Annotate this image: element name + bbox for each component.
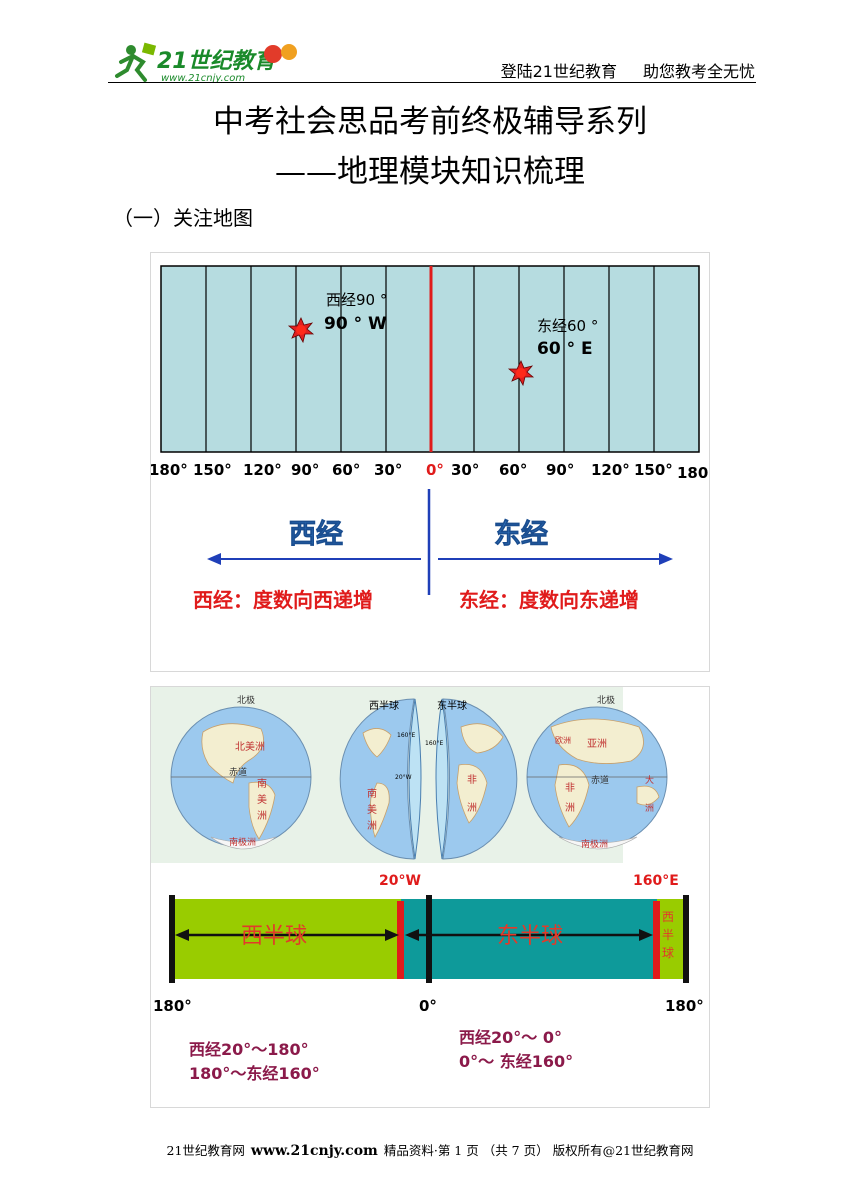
point-east-en: 60 ° E [537,339,593,359]
equator-label: 赤道 [591,774,609,786]
north-pole-label: 北极 [237,694,255,706]
orange-icon [281,44,297,60]
globe-west [170,706,312,850]
point-east-cn: 东经60 ° [537,317,598,335]
tick-label: 150° [193,461,232,479]
west-span-arrow [175,929,399,941]
band-meridian-20w [397,901,404,979]
band-0: 0° [419,997,437,1015]
page-footer: 21世纪教育网 www.21cnjy.com 精品资料·第 1 页 （共 7 页） … [0,1140,860,1159]
longitude-figure: 西经90 ° 90 ° W 东经60 ° 60 ° E 180° 150° 12… [149,252,710,672]
continent-label: 洲 [367,820,377,832]
footer-right: 精品资料·第 1 页 （共 7 页） 版权所有@21世纪教育网 [383,1143,694,1158]
slogan-left: 登陆21世纪教育 [500,62,617,81]
header-rule [108,82,756,83]
logo-url: www.21cnjy.com [161,73,245,84]
tick-label: 180° [151,461,188,479]
europe-label: 欧洲 [555,735,571,745]
star-marker-east [507,360,535,387]
page-title: 中考社会思品考前终极辅导系列 [213,104,647,140]
range-west-1: 西经20°～180° [189,1040,309,1059]
continent-label: 非 [467,774,477,786]
east-hemisphere-band [401,899,657,979]
slogan-right: 助您教考全无忧 [642,62,755,81]
tick-label: 30° [374,461,402,479]
footer-site-link[interactable]: www.21cnjy.com [250,1143,378,1159]
west-longitude-label: 西经 [289,518,343,550]
hemisphere-figure: 北极 北美洲 赤道 南 美 洲 南极洲 西半球 东半球 160°E 160°E … [150,686,710,1108]
tick-label-zero: 0° [426,461,444,479]
west-rule-text: 西经：度数向西递增 [193,588,373,612]
band-label-160e: 160°E [633,873,679,889]
antarctica-label: 南极洲 [229,836,256,848]
east-span-arrow [405,929,653,941]
range-east-1: 西经20°～ 0° [459,1028,562,1047]
band-small-label: 球 [662,946,674,960]
tick-label: 120° [591,461,630,479]
east-arrow [438,553,673,565]
west-arrow [207,553,421,565]
section-heading: （一）关注地图 [113,206,253,230]
tick-label: 120° [243,461,282,479]
logo-text: 21世纪教育 [157,48,280,74]
longitude-tick-labels: 180° 150° 120° 90° 60° 30° 0° 30° 60° 90… [149,461,708,482]
tick-label: 150° [634,461,673,479]
range-east-2: 0°～ 东经160° [459,1052,573,1071]
continent-label: 洲 [645,803,654,814]
west-hemisphere-label: 西半球 [369,699,399,712]
band-west-label: 西半球 [241,924,307,949]
site-logo: 21世纪教育 www.21cnjy.com [113,40,323,84]
continent-label: 洲 [565,802,575,814]
north-pole-label: 北极 [597,694,615,706]
band-east-label: 东半球 [497,924,563,949]
asia-label: 亚洲 [587,738,607,750]
band-small-label: 半 [662,928,674,942]
continent-label: 美 [257,793,267,806]
globe-east-half [442,698,518,860]
meridian-label: 20°W [395,774,412,781]
point-west-cn: 西经90 ° [326,291,387,309]
star-marker-west [287,317,315,344]
north-america-label: 北美洲 [235,740,265,753]
east-rule-text: 东经：度数向东递增 [459,588,639,612]
range-west-2: 180°～东经160° [189,1064,320,1083]
meridian-label: 160°E [397,732,415,739]
band-label-20w: 20°W [379,873,421,889]
apple-icon [264,45,282,63]
west-hemisphere-band-small [657,899,687,979]
continent-label: 非 [565,782,575,794]
continent-label: 南 [257,777,267,790]
tick-label: 60° [499,461,527,479]
continent-label: 大 [645,774,654,786]
band-180-right: 180° [665,997,704,1015]
antarctica-label: 南极洲 [581,838,608,850]
meridian-label: 160°E [425,740,443,747]
tick-label: 180 [677,464,708,482]
globe-west-half [339,698,415,860]
point-west-en: 90 ° W [324,314,387,334]
continent-label: 洲 [467,802,477,814]
header-slogan: 登陆21世纪教育 助您教考全无忧 [475,58,755,82]
band-180-left: 180° [153,997,192,1015]
continent-label: 美 [367,803,377,816]
globe-east [526,706,668,850]
west-hemisphere-band [173,899,401,979]
east-hemisphere-label: 东半球 [437,699,467,712]
tick-label: 60° [332,461,360,479]
tick-label: 30° [451,461,479,479]
meridian-lines [205,266,655,452]
band-meridian-160e [653,901,660,979]
tick-label: 90° [291,461,319,479]
continent-label: 南 [367,787,377,800]
continent-label: 洲 [257,810,267,822]
page-subtitle: ——地理模块知识梳理 [275,154,585,190]
footer-left: 21世纪教育网 [166,1143,245,1158]
east-longitude-label: 东经 [494,518,548,550]
tick-label: 90° [546,461,574,479]
equator-label: 赤道 [229,766,247,778]
running-figure-icon [115,42,157,82]
band-small-label: 西 [662,910,674,924]
